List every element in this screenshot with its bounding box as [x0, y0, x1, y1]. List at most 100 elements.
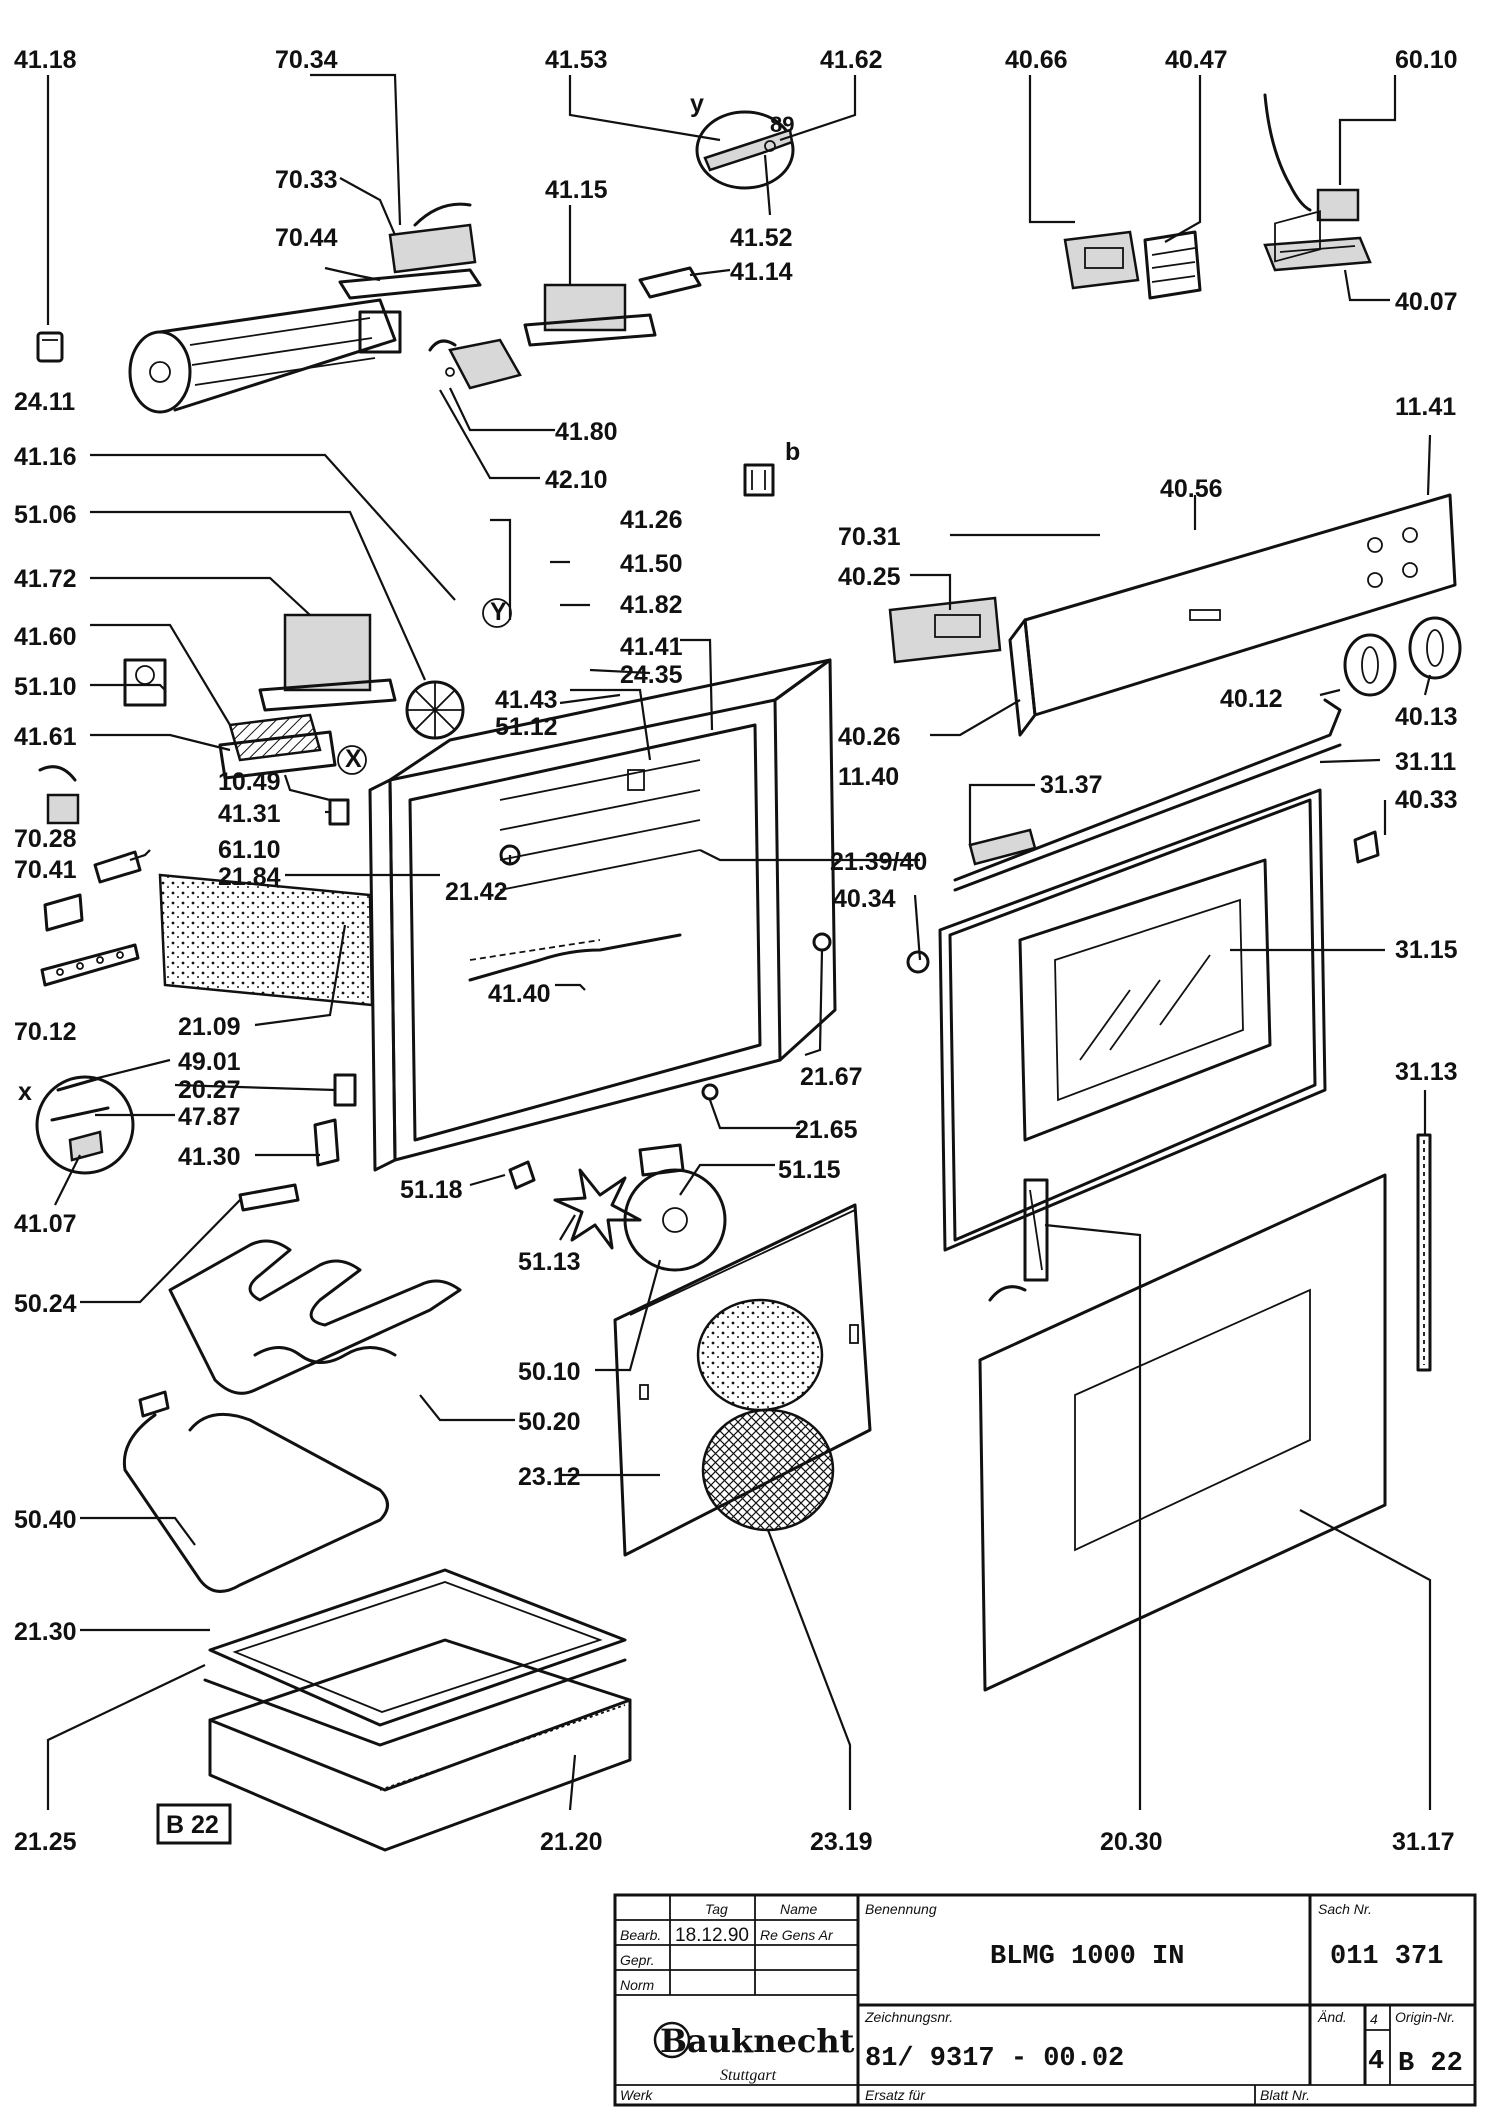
label-61-10: 61.10 [218, 836, 281, 864]
label-10-49: 10.49 [218, 768, 281, 796]
marker-x-circle [337, 745, 367, 775]
label-50-40: 50.40 [14, 1506, 77, 1534]
label-31-13: 31.13 [1395, 1058, 1458, 1086]
label-70-41: 70.41 [14, 856, 77, 884]
tb-col-name: Name [780, 1901, 818, 1917]
tb-row-norm: Norm [620, 1977, 655, 1993]
label-40-13: 40.13 [1395, 703, 1458, 731]
label-41-31: 41.31 [218, 800, 281, 828]
label-20-30: 20.30 [1100, 1828, 1163, 1856]
top-components-drawing [123, 613, 397, 780]
label-70-31: 70.31 [838, 523, 901, 551]
label-21-42: 21.42 [445, 878, 508, 906]
label-24-35: 24.35 [620, 661, 683, 689]
label-51-15: 51.15 [778, 1156, 841, 1184]
insulation-drawing [158, 873, 374, 1007]
label-11-41: 11.41 [1395, 393, 1456, 421]
tb-benennung-value: BLMG 1000 IN [990, 1942, 1184, 1972]
label-41-14: 41.14 [730, 258, 793, 286]
bottom-heater-drawing [122, 1390, 389, 1593]
label-70-33: 70.33 [275, 166, 338, 194]
label-21-09: 21.09 [178, 1013, 241, 1041]
tb-ersatz-label: Ersatz für [865, 2087, 926, 2103]
label-21-25: 21.25 [14, 1828, 77, 1856]
label-21-39-40: 21.39/40 [830, 848, 927, 876]
label-24-11: 24.11 [14, 388, 75, 416]
label-21-20: 21.20 [540, 1828, 603, 1856]
label-41-18: 41.18 [14, 46, 77, 74]
tb-blatt-count: 4 [1370, 2011, 1378, 2027]
door-hinge-drawing [988, 1178, 1049, 1302]
label-41-50: 41.50 [620, 550, 683, 578]
label-41-82: 41.82 [620, 591, 683, 619]
label-51-06: 51.06 [14, 501, 77, 529]
label-21-65: 21.65 [795, 1116, 858, 1144]
tb-bearb-date: 18.12.90 [675, 1925, 749, 1946]
label-41-53: 41.53 [545, 46, 608, 74]
marker-y-circle [482, 598, 512, 628]
marker-x-circled: X [345, 745, 362, 773]
small-clips-drawing [906, 830, 1380, 974]
label-40-25: 40.25 [838, 563, 901, 591]
part-24-11-drawing [36, 331, 64, 363]
tb-sach-value: 011 371 [1330, 1942, 1443, 1972]
label-40-33: 40.33 [1395, 786, 1458, 814]
control-knobs-drawing [1343, 616, 1462, 697]
label-23-12: 23.12 [518, 1463, 581, 1491]
label-41-52: 41.52 [730, 224, 793, 252]
label-60-10: 60.10 [1395, 46, 1458, 74]
label-50-10: 50.10 [518, 1358, 581, 1386]
label-31-17: 31.17 [1392, 1828, 1455, 1856]
part-41-15-drawing [523, 266, 702, 347]
tb-origin-label: Origin-Nr. [1395, 2009, 1455, 2025]
tb-city: Stuttgart [720, 2067, 777, 2084]
bauknecht-logo: Bauknecht Stuttgart [653, 2021, 855, 2084]
label-51-12: 51.12 [495, 713, 558, 741]
label-50-24: 50.24 [14, 1290, 77, 1318]
part-31-13-drawing [1416, 1133, 1432, 1372]
title-block: Tag Name Bearb. 18.12.90 Re Gens Ar Gepr… [613, 1893, 1477, 2107]
label-31-11: 31.11 [1395, 748, 1456, 776]
door-handle-drawing [953, 698, 1342, 892]
control-panel-drawing [1008, 210, 1457, 737]
tb-row-bearb: Bearb. [620, 1927, 661, 1943]
label-70-44: 70.44 [275, 224, 338, 252]
label-41-40: 41.40 [488, 980, 551, 1008]
label-70-28: 70.28 [14, 825, 77, 853]
label-50-20: 50.20 [518, 1408, 581, 1436]
label-41-61: 41.61 [14, 723, 77, 751]
label-41-60: 41.60 [14, 623, 77, 651]
label-49-01: 49.01 [178, 1048, 241, 1076]
label-47-87: 47.87 [178, 1103, 241, 1131]
leader-lines [46, 73, 1432, 1811]
tb-blatt-label: Blatt Nr. [1260, 2087, 1310, 2103]
oven-cavity-drawing [368, 658, 837, 1172]
inner-glass-drawing [978, 1173, 1387, 1692]
label-31-37: 31.37 [1040, 771, 1103, 799]
convection-fan-drawing [405, 680, 465, 740]
label-21-30: 21.30 [14, 1618, 77, 1646]
part-40-25-drawing [888, 596, 1002, 664]
label-40-26: 40.26 [838, 723, 901, 751]
label-41-43: 41.43 [495, 686, 558, 714]
label-41-72: 41.72 [14, 565, 77, 593]
label-41-15: 41.15 [545, 176, 608, 204]
marker-y-circled: Y [490, 598, 507, 626]
label-40-47: 40.47 [1165, 46, 1228, 74]
label-51-10: 51.10 [14, 673, 77, 701]
label-42-10: 42.10 [545, 466, 608, 494]
detail-y-drawing: 89 [695, 110, 795, 190]
clock-module-drawing [1063, 230, 1202, 300]
label-41-62: 41.62 [820, 46, 883, 74]
tb-zeichnung-label: Zeichnungsnr. [864, 2009, 953, 2025]
label-40-34: 40.34 [833, 885, 896, 913]
label-21-67: 21.67 [800, 1063, 863, 1091]
label-40-66: 40.66 [1005, 46, 1068, 74]
label-21-84: 21.84 [218, 863, 281, 891]
tb-bearb-name: Re Gens Ar [760, 1927, 834, 1943]
label-70-12: 70.12 [14, 1018, 77, 1046]
label-40-07: 40.07 [1395, 288, 1458, 316]
left-small-parts-drawing [38, 765, 142, 987]
